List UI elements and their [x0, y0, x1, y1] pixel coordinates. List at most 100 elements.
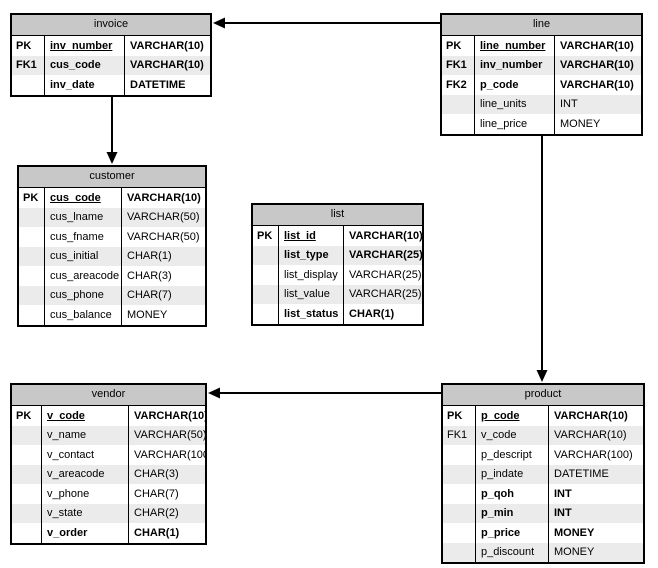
attribute-name: list_value	[279, 284, 344, 304]
attribute-name: cus_fname	[45, 227, 122, 247]
attribute-name: p_code	[476, 406, 549, 426]
attribute-row: p_indate DATETIME	[443, 464, 643, 484]
attribute-type: VARCHAR(100)	[554, 448, 633, 461]
attribute-type: CHAR(1)	[134, 526, 180, 539]
attribute-row: p_price MONEY	[443, 523, 643, 543]
key-label: FK2	[442, 75, 475, 95]
key-label	[12, 484, 42, 504]
attribute-type: VARCHAR(10)	[134, 409, 205, 422]
attribute-name: inv_date	[45, 75, 125, 95]
attribute-type: CHAR(2)	[134, 507, 179, 520]
attribute-type: VARCHAR(100)	[134, 448, 205, 461]
attribute-name: list_type	[279, 245, 344, 265]
attribute-row: cus_areacode CHAR(3)	[19, 266, 205, 286]
key-label	[443, 523, 476, 543]
attribute-type: VARCHAR(25)	[349, 249, 422, 262]
attribute-type: CHAR(1)	[349, 307, 395, 320]
attribute-type: VARCHAR(10)	[560, 78, 634, 91]
arrowhead-icon	[208, 387, 220, 399]
attribute-type: VARCHAR(50)	[134, 429, 205, 442]
attribute-row: cus_lname VARCHAR(50)	[19, 207, 205, 227]
attribute-type: DATETIME	[554, 468, 609, 481]
key-label: FK1	[442, 55, 475, 75]
attribute-name: line_price	[475, 114, 555, 134]
attribute-name: p_indate	[476, 464, 549, 484]
attribute-type: VARCHAR(10)	[554, 409, 628, 422]
key-label	[253, 265, 279, 285]
key-label	[253, 284, 279, 304]
attribute-name: p_descript	[476, 445, 549, 465]
key-label	[19, 285, 45, 305]
table-title: list	[253, 205, 422, 226]
attribute-row: list_display VARCHAR(25)	[253, 265, 422, 285]
attribute-name: cus_lname	[45, 207, 122, 227]
attribute-row: p_qoh INT	[443, 484, 643, 504]
attribute-name: v_code	[42, 406, 129, 426]
attribute-row: p_descript VARCHAR(100)	[443, 445, 643, 465]
relationship-invoice-customer	[106, 91, 118, 164]
key-label	[12, 464, 42, 484]
attribute-type: VARCHAR(25)	[349, 268, 422, 281]
key-label	[19, 246, 45, 266]
arrowhead-icon	[536, 370, 548, 382]
key-label	[442, 94, 475, 114]
attribute-name: p_price	[476, 523, 549, 543]
attribute-name: inv_number	[45, 36, 125, 56]
attribute-name: list_status	[279, 304, 344, 324]
attribute-name: p_qoh	[476, 484, 549, 504]
attribute-name: p_min	[476, 503, 549, 523]
table-title: product	[443, 385, 643, 406]
relationship-line-product	[536, 130, 548, 382]
key-label	[443, 542, 476, 562]
arrowhead-icon	[106, 152, 118, 164]
key-label	[443, 503, 476, 523]
attribute-name: v_name	[42, 425, 129, 445]
arrowhead-icon	[213, 17, 225, 29]
attribute-type: CHAR(3)	[127, 269, 172, 282]
key-label	[443, 464, 476, 484]
table-title: customer	[19, 167, 205, 188]
attribute-name: cus_code	[45, 55, 125, 75]
attribute-type: VARCHAR(10)	[560, 39, 634, 52]
key-label: PK	[442, 36, 475, 56]
attribute-type: CHAR(7)	[127, 289, 172, 302]
attribute-name: line_number	[475, 36, 555, 56]
attribute-type: INT	[554, 487, 572, 500]
key-label: PK	[12, 406, 42, 426]
attribute-type: VARCHAR(10)	[560, 59, 634, 72]
attribute-type: VARCHAR(50)	[127, 211, 200, 224]
key-label	[19, 227, 45, 247]
attribute-name: cus_areacode	[45, 266, 122, 286]
key-label	[19, 266, 45, 286]
attribute-type: CHAR(1)	[127, 250, 172, 263]
key-label	[19, 305, 45, 325]
attribute-name: list_display	[279, 265, 344, 285]
attribute-type: MONEY	[554, 526, 595, 539]
key-label	[443, 484, 476, 504]
attribute-type: MONEY	[554, 546, 595, 559]
attribute-name: cus_balance	[45, 305, 122, 325]
